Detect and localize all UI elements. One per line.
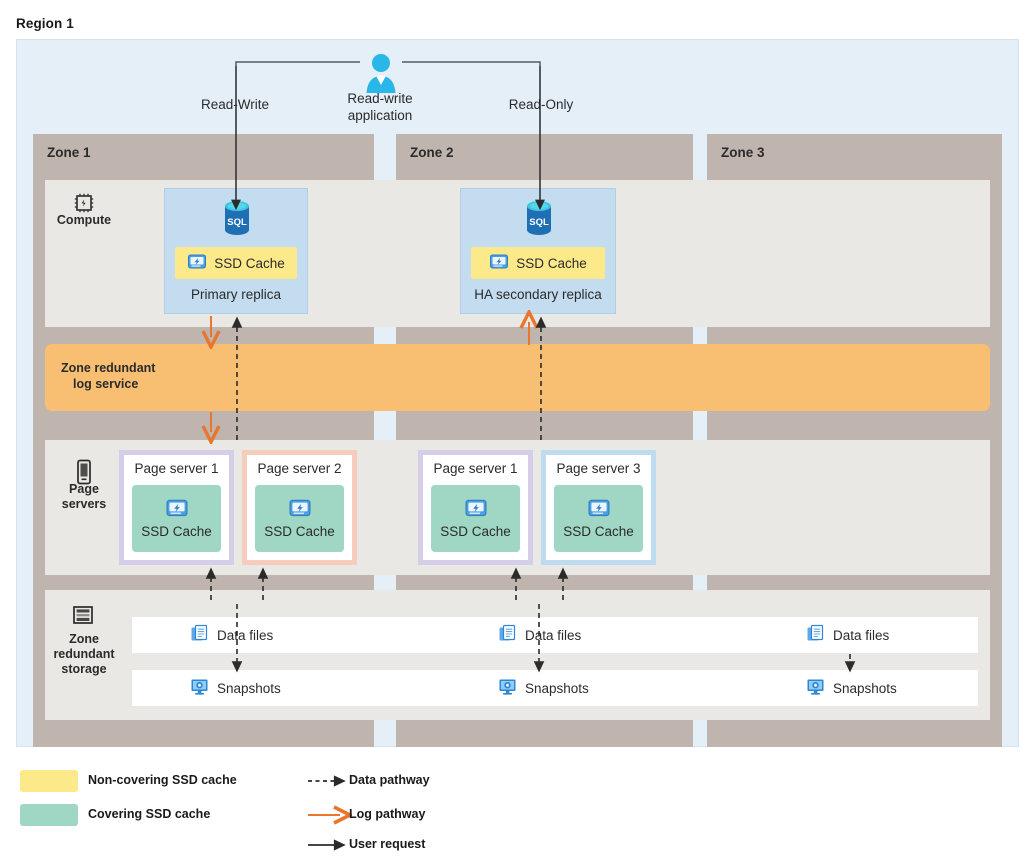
- ssd-drive-icon: [165, 498, 189, 522]
- page-server-cache: SSD Cache: [431, 485, 520, 552]
- ha-ssd-cache-chip: SSD Cache: [471, 247, 605, 279]
- page-server-1-zone2[interactable]: Page server 1 SSD Cache: [418, 450, 533, 565]
- primary-replica-title: Primary replica: [190, 287, 282, 302]
- ha-secondary-replica-box[interactable]: SQL SSD Cache HA secondary replica: [460, 188, 616, 314]
- read-write-application-label: Read-write application: [324, 90, 436, 124]
- legend: Non-covering SSD cache Covering SSD cach…: [16, 762, 1019, 862]
- page-server-title: Page server 3: [556, 461, 641, 476]
- legend-label-data-pathway: Data pathway: [349, 773, 430, 787]
- region-title: Region 1: [16, 16, 74, 31]
- svg-text:SQL: SQL: [227, 217, 247, 228]
- zone-header-3: Zone 3: [707, 134, 1002, 172]
- zone-header-2: Zone 2: [396, 134, 693, 172]
- page-server-title: Page server 2: [257, 461, 342, 476]
- data-files-row: Data files Data files Data files: [132, 617, 978, 653]
- page-server-3-zone2[interactable]: Page server 3 SSD Cache: [541, 450, 656, 565]
- compute-row-label: Compute: [56, 213, 112, 227]
- log-service-label: Zone redundant log service: [61, 360, 155, 392]
- page-server-2-zone1[interactable]: Page server 2 SSD Cache: [242, 450, 357, 565]
- ssd-drive-icon: [587, 498, 611, 522]
- sql-database-icon: SQL: [221, 199, 253, 242]
- read-write-link-label: Read-Write: [200, 97, 270, 112]
- read-only-link-label: Read-Only: [508, 97, 574, 112]
- log-service-label-line1: Zone redundant: [61, 361, 156, 375]
- legend-swatch-non-covering: [20, 770, 78, 792]
- zone-label-3: Zone 3: [721, 145, 765, 160]
- storage-label-line2: redundant: [53, 647, 115, 661]
- ssd-drive-icon: [464, 498, 488, 522]
- page-server-cache: SSD Cache: [255, 485, 344, 552]
- snapshot-monitor-icon: [806, 677, 825, 699]
- zone-header-1: Zone 1: [33, 134, 374, 172]
- zone-redundant-log-service-band: Zone redundant log service: [45, 344, 990, 411]
- storage-label-line3: storage: [61, 662, 107, 676]
- snapshots-cell-zone1[interactable]: Snapshots: [190, 670, 281, 706]
- server-device-icon: [75, 459, 93, 490]
- ssd-drive-icon: [187, 253, 207, 274]
- ssd-drive-icon: [489, 253, 509, 274]
- legend-swatch-covering: [20, 804, 78, 826]
- snapshots-cell-zone3[interactable]: Snapshots: [806, 670, 897, 706]
- ssd-drive-icon: [288, 498, 312, 522]
- page-server-cache: SSD Cache: [554, 485, 643, 552]
- page-server-title: Page server 1: [433, 461, 518, 476]
- page-server-cache-label: SSD Cache: [264, 524, 335, 539]
- page-server-cache-label: SSD Cache: [563, 524, 634, 539]
- storage-row-label: Zone redundant storage: [46, 632, 122, 677]
- page-servers-row-label: Page servers: [55, 482, 113, 512]
- legend-label-non-covering: Non-covering SSD cache: [88, 773, 237, 787]
- data-files-cell-zone3[interactable]: Data files: [806, 617, 889, 653]
- data-files-cell-zone1[interactable]: Data files: [190, 617, 273, 653]
- documents-icon: [498, 624, 517, 646]
- svg-text:SQL: SQL: [529, 217, 549, 228]
- snapshots-label: Snapshots: [217, 680, 281, 696]
- ha-secondary-replica-title: HA secondary replica: [474, 287, 602, 302]
- page-server-cache-label: SSD Cache: [440, 524, 511, 539]
- sql-database-icon: SQL: [523, 199, 555, 242]
- snapshot-monitor-icon: [498, 677, 517, 699]
- snapshots-row: Snapshots Snapshots: [132, 670, 978, 706]
- snapshots-label: Snapshots: [525, 680, 589, 696]
- zone-label-1: Zone 1: [47, 145, 91, 160]
- documents-icon: [190, 624, 209, 646]
- snapshots-label: Snapshots: [833, 680, 897, 696]
- data-files-label: Data files: [217, 627, 274, 643]
- primary-ssd-cache-chip: SSD Cache: [175, 247, 297, 279]
- app-label-line1: Read-write: [347, 91, 413, 106]
- zone-label-2: Zone 2: [410, 145, 454, 160]
- page-servers-label-line1: Page: [69, 482, 99, 496]
- snapshots-cell-zone2[interactable]: Snapshots: [498, 670, 589, 706]
- page-servers-label-line2: servers: [61, 497, 107, 511]
- page-server-title: Page server 1: [134, 461, 219, 476]
- page-server-1-zone1[interactable]: Page server 1 SSD Cache: [119, 450, 234, 565]
- data-files-label: Data files: [525, 627, 582, 643]
- primary-replica-box[interactable]: SQL SSD Cache Primary replica: [164, 188, 308, 314]
- legend-label-user-request: User request: [349, 837, 426, 851]
- storage-label-line1: Zone: [69, 632, 99, 646]
- documents-icon: [806, 624, 825, 646]
- legend-label-covering: Covering SSD cache: [88, 807, 211, 821]
- snapshot-monitor-icon: [190, 677, 209, 699]
- data-files-cell-zone2[interactable]: Data files: [498, 617, 581, 653]
- legend-label-log-pathway: Log pathway: [349, 807, 426, 821]
- primary-ssd-cache-label: SSD Cache: [214, 255, 285, 271]
- storage-stack-icon: [72, 604, 94, 631]
- page-server-cache: SSD Cache: [132, 485, 221, 552]
- data-files-label: Data files: [833, 627, 890, 643]
- ha-ssd-cache-label: SSD Cache: [516, 255, 587, 271]
- person-icon: [364, 53, 398, 95]
- page-server-cache-label: SSD Cache: [141, 524, 212, 539]
- app-label-line2: application: [347, 108, 413, 123]
- cpu-chip-icon: [73, 192, 95, 219]
- log-service-label-line2: log service: [73, 377, 139, 391]
- legend-line-samples: [308, 775, 426, 851]
